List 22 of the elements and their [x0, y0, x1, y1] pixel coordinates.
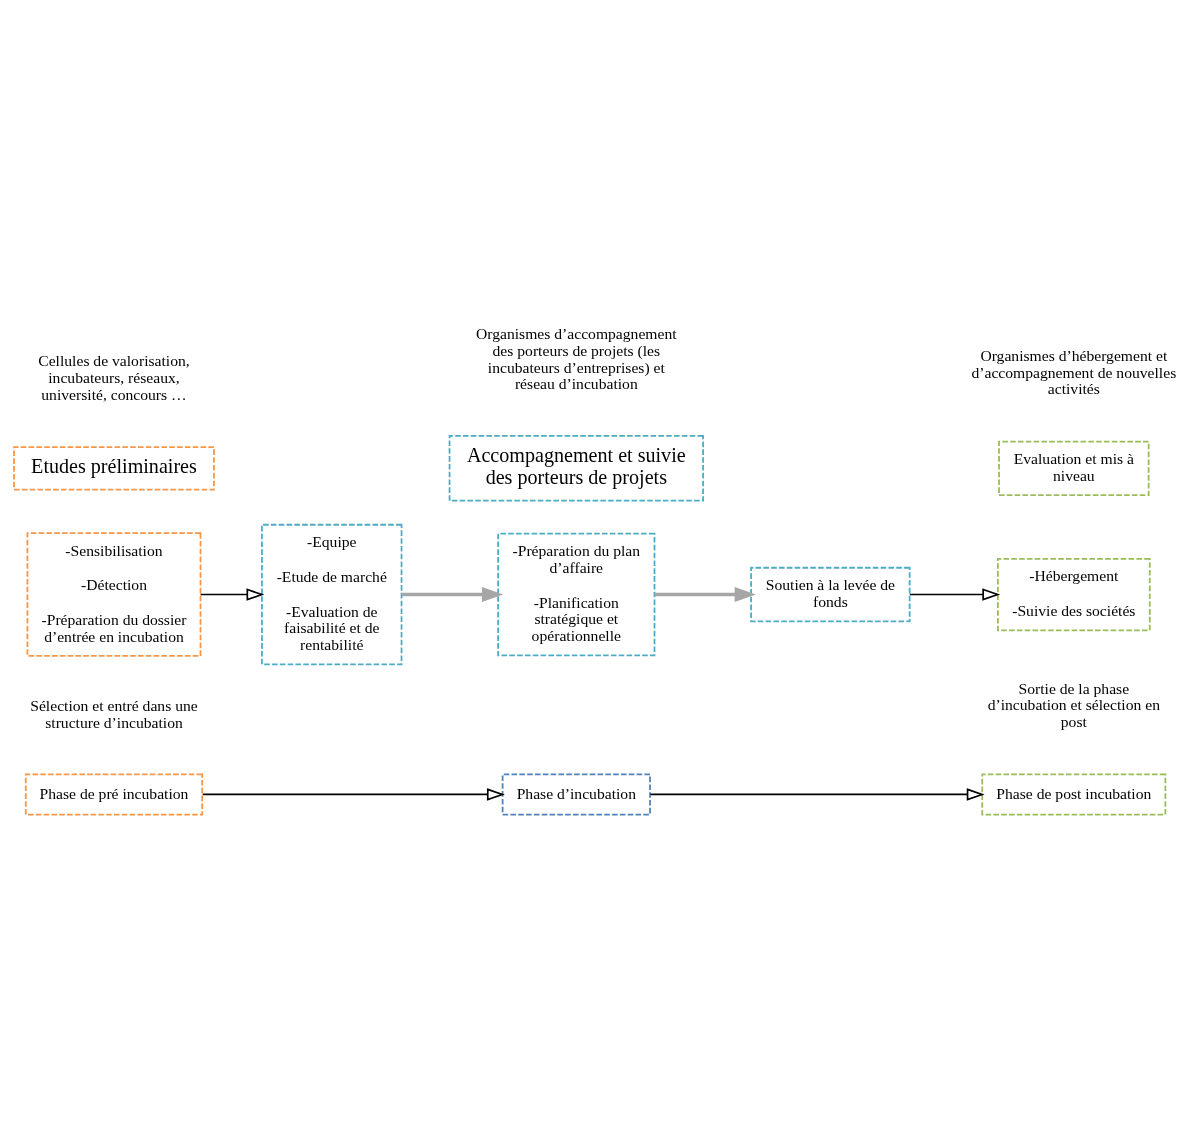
label: Organismes d’hébergement et d’accompagnement de nouvelles activités: [970, 346, 1176, 397]
node-box: Soutien à la levée de fonds: [749, 566, 911, 622]
node-box: Accompagnement et suivie des porteurs de projets: [448, 434, 704, 502]
arrow: [199, 587, 264, 601]
node-box: Phase de post incubation: [980, 772, 1166, 815]
label: Sélection et entré dans une structure d’incubation: [29, 696, 198, 731]
node-box: Phase d’incubation: [501, 772, 651, 815]
arrow: [201, 787, 505, 801]
arrow: [908, 587, 1000, 601]
arrow: [654, 586, 756, 602]
label: Cellules de valorisation, incubateurs, réseaux, université, concours …: [37, 351, 190, 403]
label: Sortie de la phase d’incubation et sélection en post: [987, 679, 1160, 730]
arrow: [401, 586, 503, 602]
label: Organismes d’accompagnement des porteurs de projets (les incubateurs d’entreprises) et réseau d’incubation: [475, 324, 677, 392]
node-box: -Equipe -Etude de marché -Evaluation de faisabilité et de rentabilité: [260, 523, 402, 665]
node-box: -Sensibilisation -Détection -Préparation du dossier d’entrée en incubation: [26, 531, 201, 657]
node-box: Phase de pré incubation: [24, 772, 203, 815]
node-box: -Préparation du plan d’affaire -Planification stratégique et opérationnelle: [496, 532, 655, 656]
node-box: Evaluation et mis à niveau: [997, 440, 1150, 496]
node-box: -Hébergement -Suivie des sociétés: [996, 557, 1151, 631]
node-box: Etudes préliminaires: [12, 445, 215, 490]
arrow: [649, 787, 985, 801]
